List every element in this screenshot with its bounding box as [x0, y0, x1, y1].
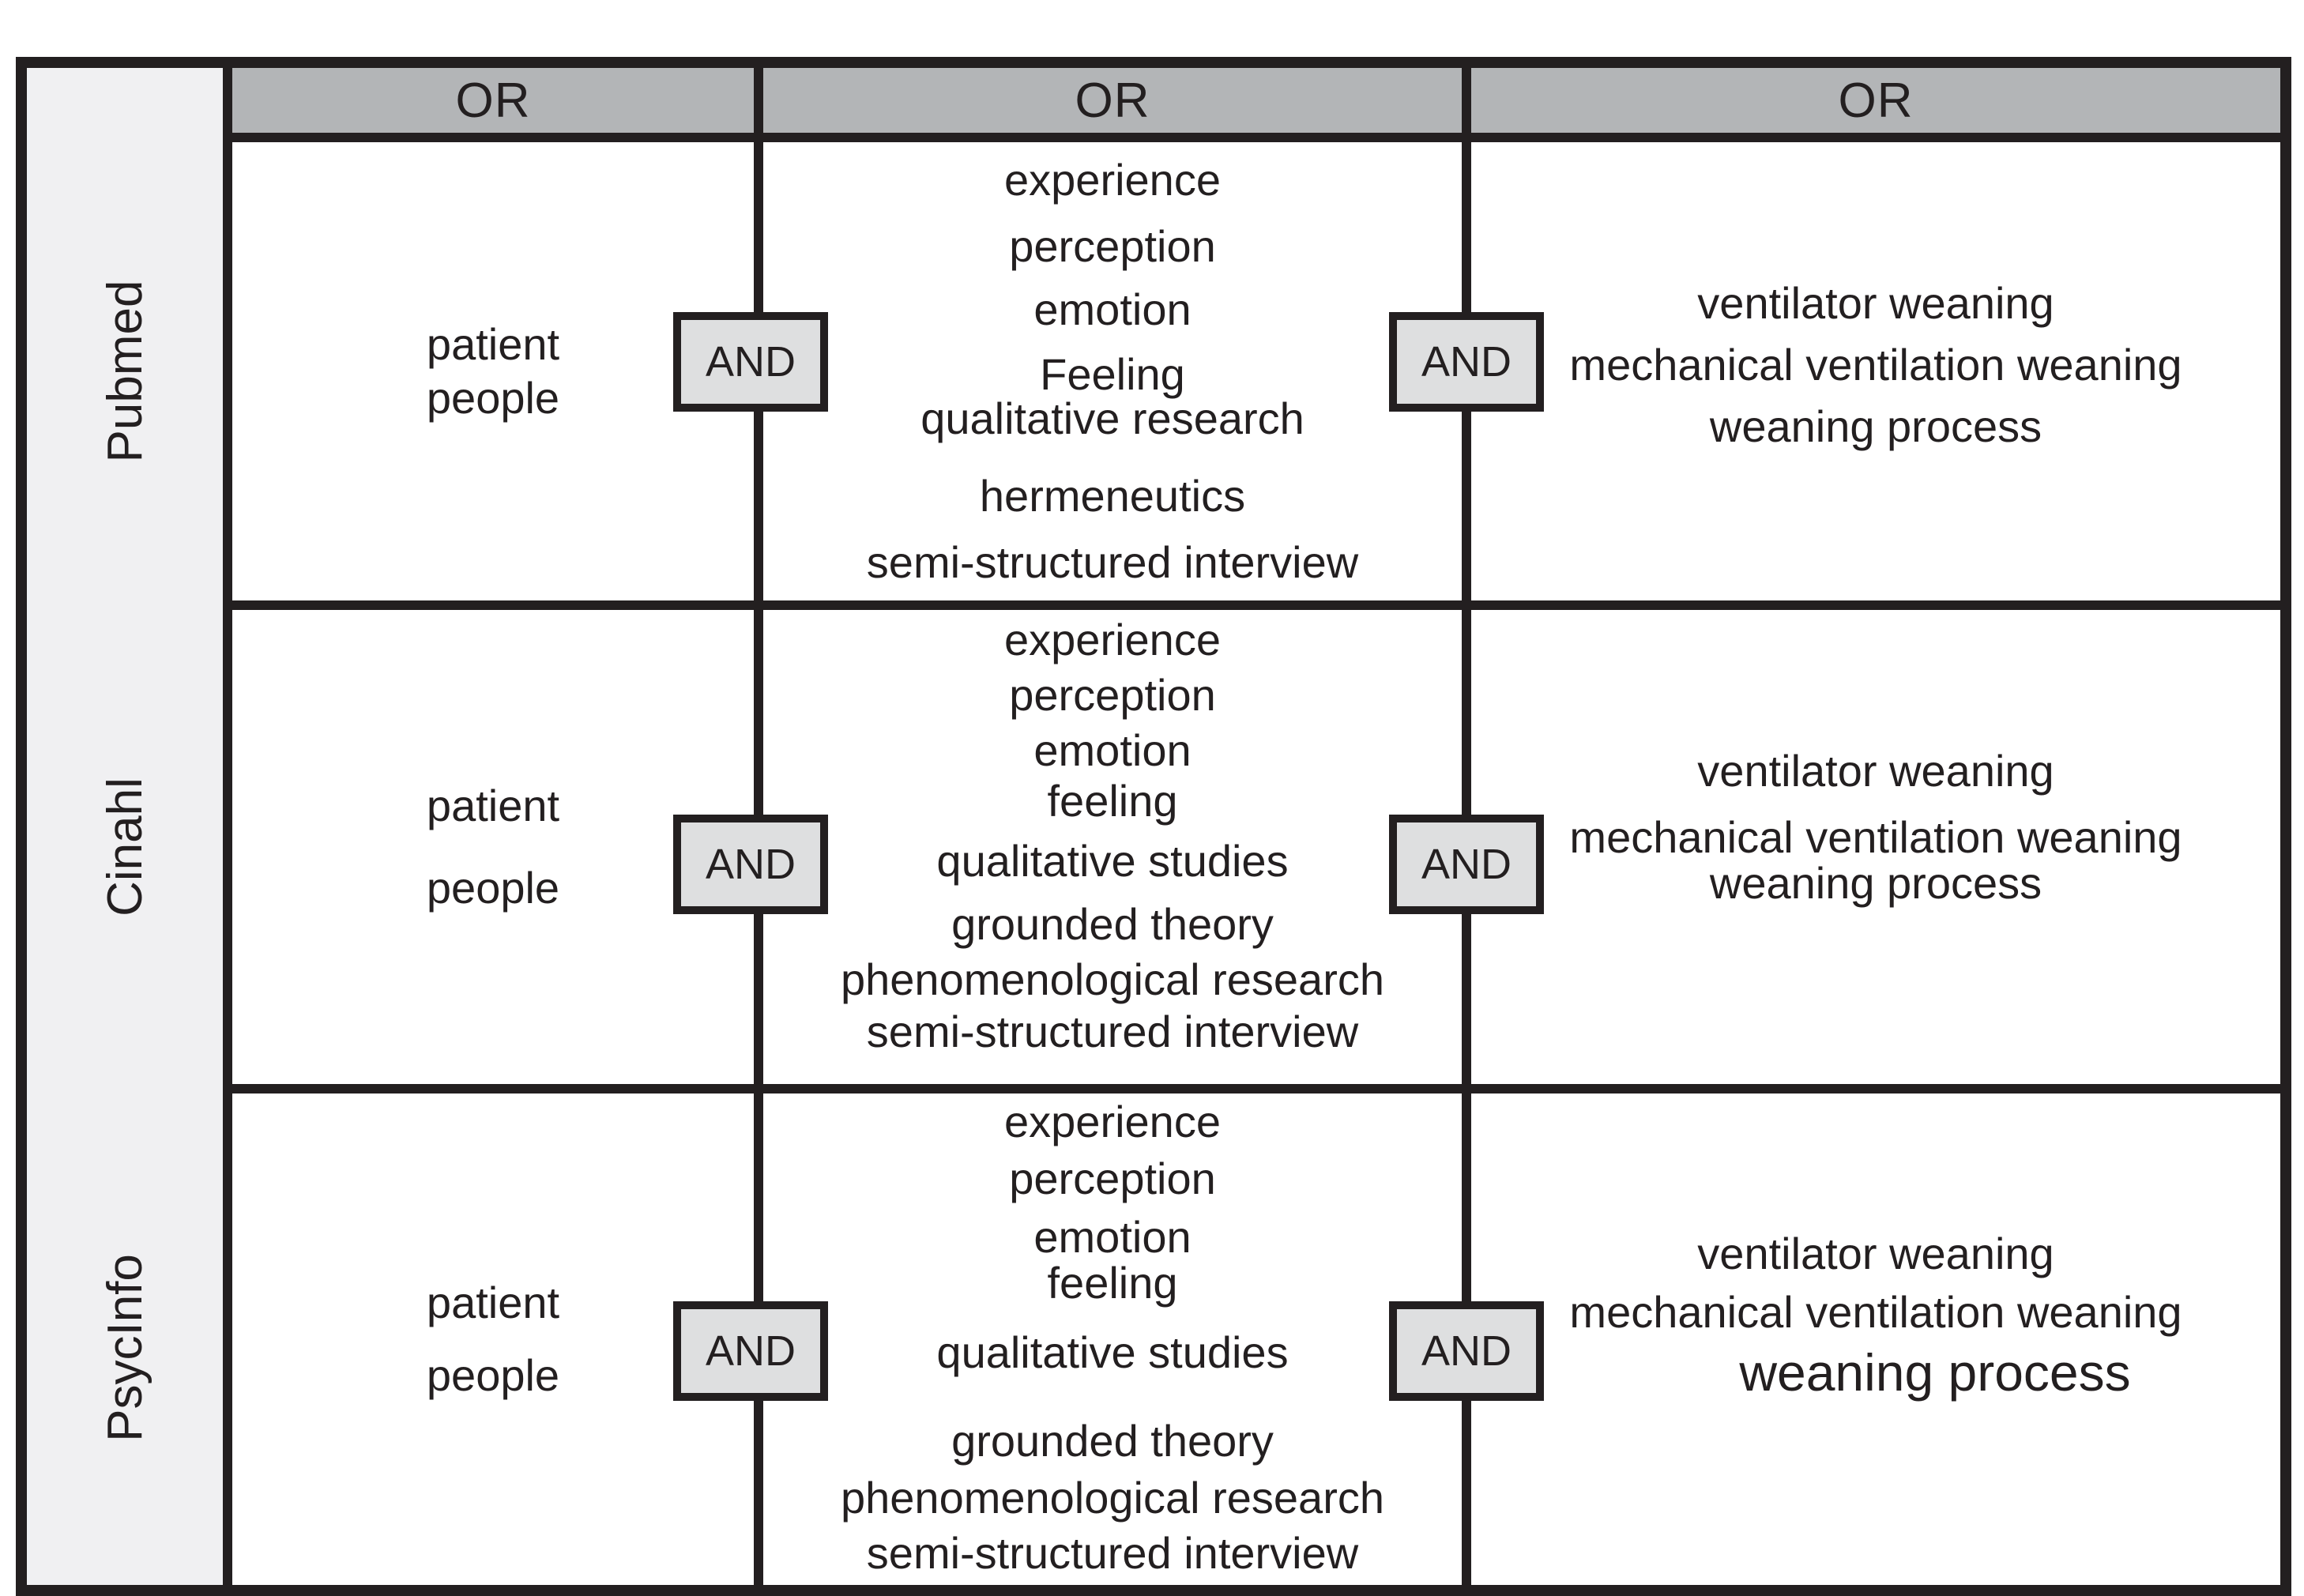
database-label-text: Pubmed: [97, 280, 152, 463]
search-term: people: [426, 1350, 560, 1400]
search-term: experience: [1004, 155, 1221, 205]
search-term: emotion: [1033, 1212, 1192, 1262]
concept-terms-cell-pubmed: experience perception emotion Feeling qu…: [763, 142, 1462, 600]
search-term: feeling: [1047, 1258, 1178, 1308]
search-term: phenomenological research: [841, 954, 1384, 1004]
outcome-terms-cell-pubmed: ventilator weaning mechanical ventilatio…: [1471, 142, 2280, 600]
database-label-cinahl: Cinahl: [27, 777, 223, 917]
concept-terms-cell-psycinfo: experience perception emotion feeling qu…: [763, 1093, 1462, 1585]
database-label-psycinfo: PsycInfo: [27, 1254, 223, 1442]
search-strategy-table: Pubmed Cinahl PsycInfo OR OR OR patient …: [16, 57, 2291, 1596]
search-term: ventilator weaning: [1697, 1229, 2054, 1278]
search-term: emotion: [1033, 725, 1192, 775]
or-header-label: OR: [455, 73, 531, 128]
and-operator-box: AND: [1389, 1301, 1544, 1401]
search-term: perception: [1009, 1154, 1216, 1203]
search-term: semi-structured interview: [866, 1007, 1359, 1056]
search-term: patient: [426, 1278, 560, 1327]
population-terms-cell-pubmed: patient people: [232, 142, 754, 600]
search-term: feeling: [1047, 776, 1178, 826]
search-term: ventilator weaning: [1697, 278, 2054, 328]
search-term: perception: [1009, 221, 1216, 271]
database-label-pubmed: Pubmed: [27, 280, 223, 463]
search-term: emotion: [1033, 284, 1192, 334]
and-operator-box: AND: [1389, 312, 1544, 412]
search-term: Feeling: [1040, 349, 1185, 399]
search-term: grounded theory: [951, 1416, 1274, 1466]
outcome-terms-cell-psycinfo: ventilator weaning mechanical ventilatio…: [1471, 1093, 2280, 1585]
or-header-label: OR: [1838, 73, 1914, 128]
search-term: qualitative research: [920, 393, 1304, 443]
or-header-cell-3: OR: [1471, 68, 2280, 133]
search-term: phenomenological research: [841, 1473, 1384, 1523]
search-term: experience: [1004, 615, 1221, 664]
database-label-column: Pubmed Cinahl PsycInfo: [27, 68, 223, 1585]
search-term: people: [426, 373, 560, 423]
concept-terms-cell-cinahl: experience perception emotion feeling qu…: [763, 610, 1462, 1084]
search-term: grounded theory: [951, 899, 1274, 949]
search-term: patient: [426, 319, 560, 369]
and-operator-box: AND: [673, 1301, 828, 1401]
search-term: qualitative studies: [936, 836, 1289, 886]
search-term: qualitative studies: [936, 1327, 1289, 1377]
or-header-cell-1: OR: [232, 68, 754, 133]
search-term: people: [426, 863, 560, 913]
search-term: perception: [1009, 670, 1216, 720]
search-term: weaning process: [1709, 401, 2042, 451]
search-term: hermeneutics: [979, 471, 1246, 521]
search-term: mechanical ventilation weaning: [1569, 340, 2182, 390]
search-term: patient: [426, 781, 560, 830]
search-term: mechanical ventilation weaning: [1569, 812, 2182, 862]
or-header-label: OR: [1075, 73, 1150, 128]
population-terms-cell-psycinfo: patient people: [232, 1093, 754, 1585]
and-operator-box: AND: [1389, 815, 1544, 914]
search-term: semi-structured interview: [866, 537, 1359, 587]
search-term: mechanical ventilation weaning: [1569, 1287, 2182, 1337]
outcome-terms-cell-cinahl: ventilator weaning mechanical ventilatio…: [1471, 610, 2280, 1084]
search-term: ventilator weaning: [1697, 746, 2054, 796]
and-operator-box: AND: [673, 312, 828, 412]
population-terms-cell-cinahl: patient people: [232, 610, 754, 1084]
and-operator-box: AND: [673, 815, 828, 914]
search-term: semi-structured interview: [866, 1528, 1359, 1578]
or-header-cell-2: OR: [763, 68, 1462, 133]
search-term: weaning process: [1709, 858, 2042, 908]
database-label-text: Cinahl: [97, 777, 152, 917]
search-term: weaning process: [1739, 1343, 2131, 1402]
search-term: experience: [1004, 1097, 1221, 1146]
database-label-text: PsycInfo: [97, 1254, 152, 1442]
